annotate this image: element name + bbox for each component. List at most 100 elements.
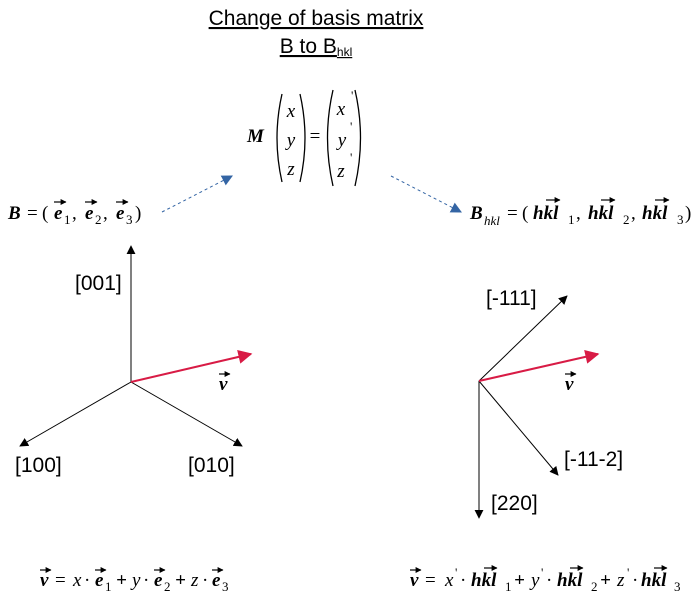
bl-e2: e [154,570,163,591]
matrix-x: x [286,101,296,122]
br-equals: = [425,570,436,591]
right-label-220: [220] [491,492,538,515]
left-label-100: [100] [15,454,62,477]
br-y: y [529,570,540,591]
right-axis-neg11neg2 [478,380,559,476]
matrix-y-prime: y [336,130,347,151]
basis-right-open-paren: ( [522,203,528,224]
basis-left-e1: e [54,203,63,224]
basis-right-hkl1-sub: 1 [568,212,575,227]
basis-left-comma1: , [72,203,77,224]
br-dot2: · [546,570,552,591]
right-column-open-paren [326,89,334,187]
bl-y: y [130,570,141,591]
basis-right-equation: B hkl = ( hkl 1 , hkl 2 , hkl 3 ) [469,197,691,228]
matrix-equation: M x y z = x ' y ' z ' [246,88,362,187]
br-x: x [444,570,454,591]
basis-right-B: B [469,203,483,224]
matrix-y-prime-mark: ' [350,119,352,134]
title-line1: Change of basis matrix [209,7,424,30]
matrix-y: y [285,130,296,151]
basis-right-hkl3-sub: 3 [677,212,684,227]
right-column-close-paren [354,89,362,187]
br-z: z [616,570,625,591]
bl-plus1: + [116,570,127,591]
matrix-z-prime: z [336,161,345,182]
right-vector-v [478,349,600,382]
bl-e3-sub: 3 [222,579,229,594]
left-column-close-paren [299,93,306,183]
left-column-open-paren [276,93,283,183]
title-line2-sub: hkl [337,45,352,59]
v-expansion-right: v = x ' · hkl 1 + y ' · hkl 2 + z ' · hk… [410,565,681,594]
br-dot3: · [632,570,638,591]
left-label-010: [010] [188,454,235,477]
bl-e3: e [212,570,221,591]
bl-dot2: · [143,570,149,591]
br-hkl1: hkl [471,570,497,591]
br-z-prime: ' [627,565,629,580]
right-axis-neg111 [478,295,568,382]
basis-left-e2-sub: 2 [95,212,102,227]
matrix-x-prime-mark: ' [351,88,353,103]
matrix-z: z [286,159,295,180]
left-axis-010 [130,381,243,447]
right-label-neg11neg2: [-11-2] [564,448,623,471]
basis-right-hkl2: hkl [588,203,614,224]
bl-plus2: + [175,570,186,591]
bl-v: v [40,570,49,591]
basis-left-e3: e [116,203,125,224]
basis-left-e3-sub: 3 [126,212,133,227]
bl-dot1: · [84,570,90,591]
basis-left-e1-sub: 1 [64,212,71,227]
bl-dot3: · [202,570,208,591]
left-axis-100 [19,381,132,447]
basis-left-B: B [7,203,21,224]
basis-left-open-paren: ( [42,203,48,224]
basis-left-comma2: , [103,203,108,224]
title-line2: B to Bhkl [280,35,353,59]
left-frame: [001] [100] [010] v [15,245,253,477]
bl-e2-sub: 2 [164,579,171,594]
br-plus1: + [514,570,525,591]
dashed-arrow-left [161,175,233,213]
left-label-001: [001] [75,272,122,295]
matrix-z-prime-mark: ' [350,150,352,165]
basis-right-comma2: , [631,203,636,224]
basis-left-equals: = [27,203,38,224]
basis-right-close-paren: ) [685,203,691,224]
br-x-prime: ' [455,565,457,580]
br-hkl1-sub: 1 [505,579,512,594]
br-hkl2: hkl [557,570,583,591]
basis-right-hkl2-sub: 2 [623,212,630,227]
br-v: v [410,570,419,591]
basis-left-close-paren: ) [135,203,141,224]
basis-left-e2: e [85,203,94,224]
bl-e1: e [95,570,104,591]
basis-left-equation: B = ( e 1 , e 2 , e 3 ) [7,199,141,227]
left-vector-v [130,350,253,383]
right-label-v: v [565,374,574,395]
bl-equals: = [55,570,66,591]
bl-z: z [190,570,199,591]
basis-right-hkl1: hkl [533,203,559,224]
br-hkl2-sub: 2 [591,579,598,594]
br-plus2: + [600,570,611,591]
dashed-arrow-right [390,175,462,213]
bl-e1-sub: 1 [105,579,112,594]
left-label-v: v [219,374,228,395]
matrix-equals: = [310,126,321,147]
br-dot1: · [460,570,466,591]
matrix-M: M [246,126,265,147]
matrix-x-prime: x [336,99,346,120]
basis-right-B-sub: hkl [484,213,500,228]
right-label-neg111: [-111] [486,287,537,310]
v-expansion-left: v = x · e 1 + y · e 2 + z · e 3 [40,567,229,594]
right-frame: [-111] [-11-2] [220] v [474,287,623,519]
basis-right-comma1: , [576,203,581,224]
br-hkl3: hkl [641,570,667,591]
br-y-prime: ' [541,565,543,580]
basis-right-hkl3: hkl [642,203,668,224]
basis-right-equals: = [507,203,518,224]
